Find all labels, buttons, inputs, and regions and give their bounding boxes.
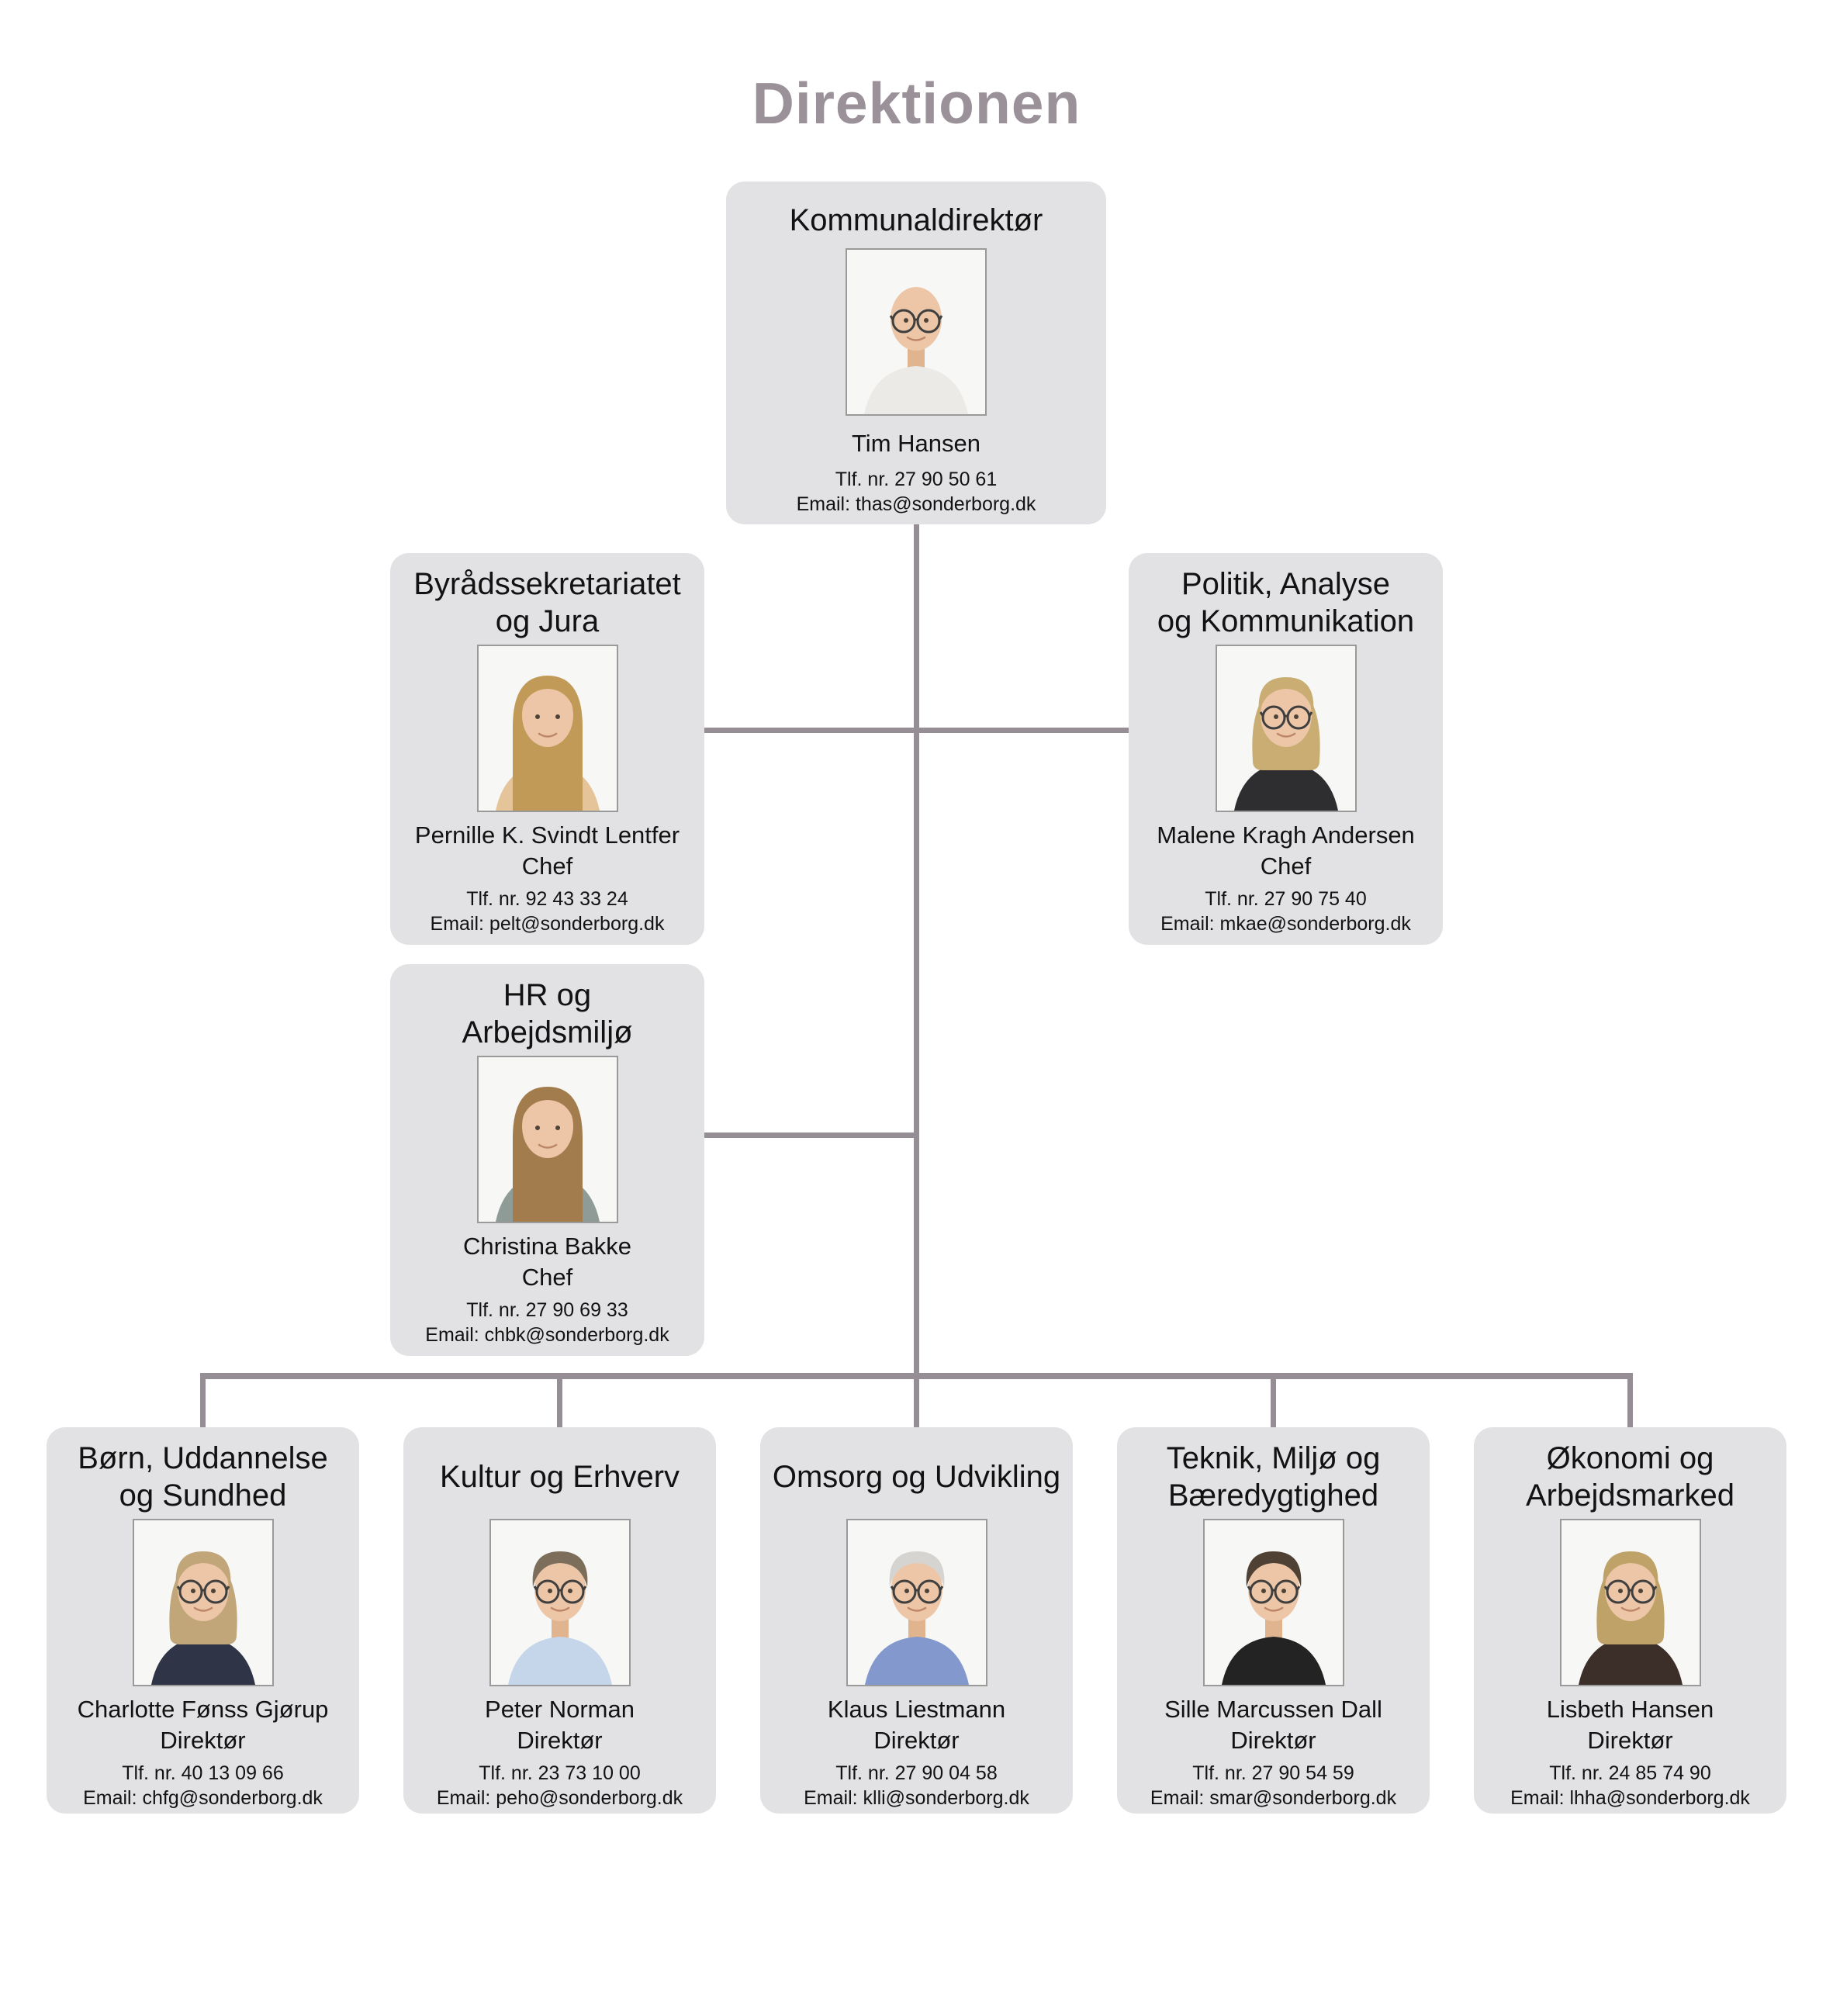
email-address: Email: peho@sonderborg.dk — [436, 1787, 683, 1809]
person-avatar-illustration — [1561, 1520, 1700, 1685]
org-card-byradssekretariatet-og-jura: Byrådssekretariatet og Jura Pernille K. … — [390, 553, 704, 945]
portrait-photo — [846, 1519, 987, 1686]
phone-number: Tlf. nr. 92 43 33 24 — [466, 888, 628, 910]
person-role: Chef — [1260, 852, 1312, 880]
department-line: Økonomi og — [1546, 1441, 1714, 1475]
person-avatar-illustration — [847, 1520, 986, 1685]
department-title: Børn, Uddannelse og Sundhed — [78, 1427, 327, 1519]
connector-spine-vertical — [914, 524, 919, 1429]
person-name: Christina Bakke — [462, 1233, 632, 1260]
department-line: HR og — [503, 978, 592, 1012]
person-name: Lisbeth Hansen — [1546, 1696, 1714, 1723]
portrait-photo — [1202, 1519, 1344, 1686]
department-title: Politik, Analyse og Kommunikation — [1157, 553, 1414, 645]
person-name: Klaus Liestmann — [827, 1696, 1006, 1723]
department-title: HR og Arbejdsmiljø — [462, 964, 632, 1056]
person-role: Direktør — [873, 1727, 960, 1754]
phone-number: Tlf. nr. 27 90 04 58 — [835, 1762, 998, 1784]
person-name: Malene Kragh Andersen — [1157, 821, 1415, 849]
department-line: Kultur og Erhverv — [439, 1460, 680, 1494]
person-avatar-illustration — [478, 646, 617, 811]
department-line: Bæredygtighed — [1167, 1478, 1379, 1513]
email-address: Email: smar@sonderborg.dk — [1150, 1787, 1397, 1809]
phone-number: Tlf. nr. 27 90 75 40 — [1205, 888, 1367, 910]
email-address: Email: pelt@sonderborg.dk — [430, 913, 665, 935]
department-title: Byrådssekretariatet og Jura — [413, 553, 681, 645]
person-role: Direktør — [1587, 1727, 1673, 1754]
org-card-kultur-og-erhverv: Kultur og Erhverv Peter Norman Direktør … — [403, 1427, 716, 1814]
org-card-teknik-miljo-og-baeredygtighed: Teknik, Miljø og Bæredygtighed Sille Mar… — [1117, 1427, 1430, 1814]
department-line: Børn, Uddannelse — [78, 1441, 328, 1475]
person-name: Pernille K. Svindt Lentfer — [414, 821, 680, 849]
connector-bottom-horizontal — [200, 1373, 1633, 1379]
org-card-okonomi-og-arbejdsmarked: Økonomi og Arbejdsmarked Lisbeth Hansen … — [1474, 1427, 1786, 1814]
person-avatar-illustration — [490, 1520, 629, 1685]
phone-number: Tlf. nr. 27 90 69 33 — [466, 1299, 628, 1321]
org-card-hr-og-arbejdsmiljo: HR og Arbejdsmiljø Christina Bakke Chef … — [390, 964, 704, 1356]
portrait-photo — [476, 645, 618, 812]
portrait-photo — [846, 248, 987, 416]
person-role: Chef — [521, 852, 573, 880]
person-name: Charlotte Fønss Gjørup — [77, 1696, 329, 1723]
connector-drop-kultur — [557, 1373, 562, 1429]
department-line: Arbejdsmiljø — [462, 1015, 633, 1049]
email-address: Email: lhha@sonderborg.dk — [1510, 1787, 1750, 1809]
person-name: Sille Marcussen Dall — [1164, 1696, 1382, 1723]
department-line: Arbejdsmarked — [1525, 1478, 1734, 1513]
person-role: Chef — [521, 1264, 573, 1291]
org-card-kommunaldirektor: Kommunaldirektør Tim Hansen Tlf. nr. 27 … — [726, 182, 1106, 524]
phone-number: Tlf. nr. 24 85 74 90 — [1549, 1762, 1711, 1784]
department-line: Teknik, Miljø og — [1166, 1441, 1381, 1475]
connector-hr-horizontal — [704, 1132, 919, 1138]
phone-number: Tlf. nr. 27 90 54 59 — [1192, 1762, 1354, 1784]
email-address: Email: mkae@sonderborg.dk — [1160, 913, 1411, 935]
person-name: Tim Hansen — [852, 430, 980, 457]
department-line: og Jura — [495, 604, 600, 638]
person-avatar-illustration — [1204, 1520, 1343, 1685]
org-card-omsorg-og-udvikling: Omsorg og Udvikling Klaus Liestmann Dire… — [760, 1427, 1073, 1814]
department-line: Byrådssekretariatet — [413, 567, 681, 601]
department-line: Omsorg og Udvikling — [772, 1460, 1061, 1494]
person-avatar-illustration — [1216, 646, 1355, 811]
department-line: og Kommunikation — [1157, 604, 1415, 638]
email-address: Email: klli@sonderborg.dk — [804, 1787, 1029, 1809]
org-card-politik-analyse-og-kommunikation: Politik, Analyse og Kommunikation Malene… — [1129, 553, 1443, 945]
department-line: Politik, Analyse — [1181, 567, 1390, 601]
person-avatar-illustration — [133, 1520, 272, 1685]
person-role: Direktør — [1230, 1727, 1316, 1754]
person-avatar-illustration — [847, 250, 985, 414]
page-title: Direktionen — [752, 71, 1081, 136]
department-title: Økonomi og Arbejdsmarked — [1526, 1427, 1734, 1519]
email-address: Email: chbk@sonderborg.dk — [425, 1324, 669, 1346]
department-line: og Sundhed — [119, 1478, 287, 1513]
person-role: Direktør — [517, 1727, 603, 1754]
department-title: Teknik, Miljø og Bæredygtighed — [1167, 1427, 1381, 1519]
connector-drop-teknik — [1271, 1373, 1276, 1429]
portrait-photo — [1215, 645, 1357, 812]
email-address: Email: thas@sonderborg.dk — [796, 493, 1036, 515]
person-role: Direktør — [160, 1727, 246, 1754]
phone-number: Tlf. nr. 27 90 50 61 — [835, 469, 998, 490]
portrait-photo — [476, 1056, 618, 1223]
email-address: Email: chfg@sonderborg.dk — [83, 1787, 323, 1809]
phone-number: Tlf. nr. 23 73 10 00 — [479, 1762, 641, 1784]
department-title: Kultur og Erhverv — [440, 1427, 680, 1519]
connector-drop-born — [200, 1373, 206, 1429]
person-name: Peter Norman — [485, 1696, 635, 1723]
connector-drop-okonomi — [1627, 1373, 1633, 1429]
person-avatar-illustration — [478, 1057, 617, 1222]
portrait-photo — [1559, 1519, 1701, 1686]
department-line: Kommunaldirektør — [789, 203, 1043, 237]
connector-level2-horizontal — [704, 728, 1129, 733]
department-title: Omsorg og Udvikling — [773, 1427, 1060, 1519]
portrait-photo — [132, 1519, 274, 1686]
phone-number: Tlf. nr. 40 13 09 66 — [122, 1762, 284, 1784]
org-card-born-uddannelse-og-sundhed: Børn, Uddannelse og Sundhed Charlotte Fø… — [47, 1427, 359, 1814]
department-title: Kommunaldirektør — [790, 182, 1043, 248]
portrait-photo — [489, 1519, 631, 1686]
